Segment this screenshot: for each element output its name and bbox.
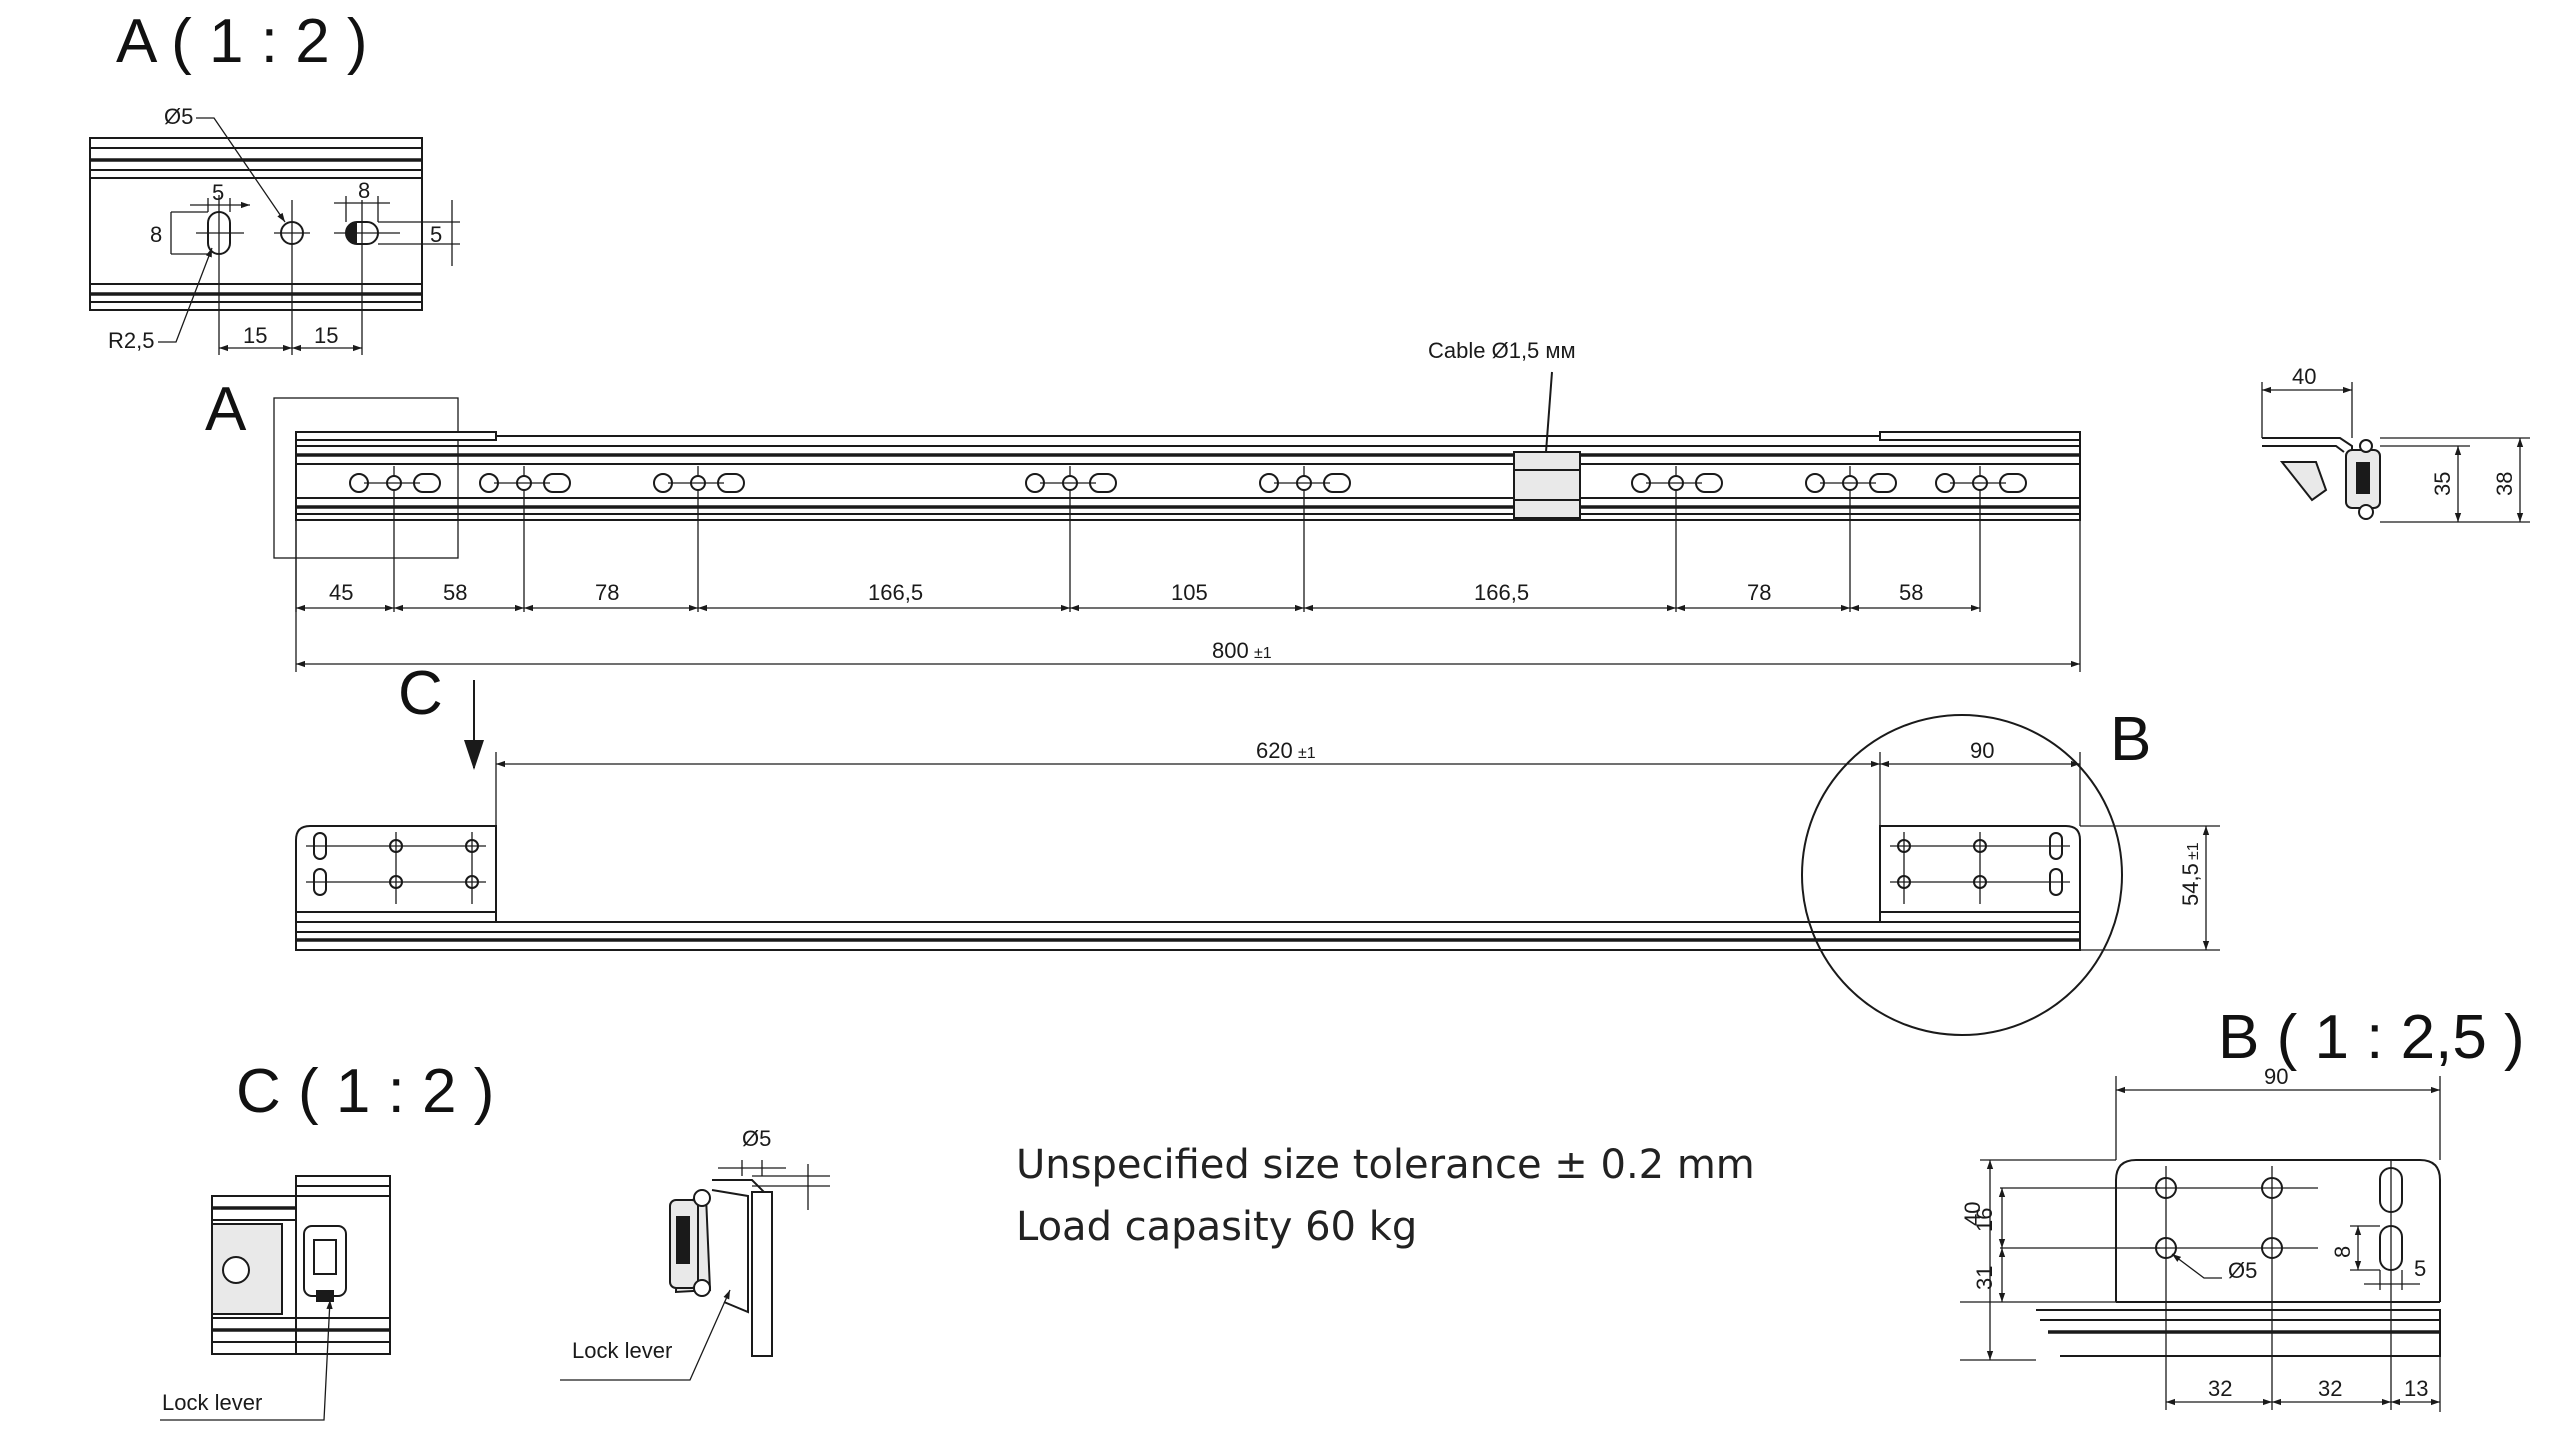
dim-lower-height: 54,5 [2178,863,2203,906]
rail-dimension-chain: 45 58 78 166,5 105 166,5 78 58 [295,520,1980,612]
rail-hole-group [1025,466,1117,612]
rail-hole-group [1805,466,1897,612]
detail-a-title: A ( 1 : 2 ) [116,7,368,76]
dim-b-h31: 31 [1972,1266,1997,1290]
dim-rail-segment: 78 [595,580,619,605]
dim-a-slot-width: 5 [212,180,224,205]
dim-a-right-width: 8 [358,178,370,203]
dim-b-slot-height: 8 [2330,1246,2355,1258]
dim-b-h40: 40 [1960,1202,1985,1226]
detail-c-title: C ( 1 : 2 ) [236,1057,494,1126]
detail-c-view: C ( 1 : 2 ) Lock lever [160,1057,494,1421]
rail-hole-group [1631,466,1723,612]
rail-hole-group [479,466,571,612]
side-lock-view: Ø5 Lock lever [560,1126,830,1381]
marker-b: B [2110,705,2151,774]
detail-a-callout-frame [273,397,459,559]
dim-total-tolerance: ±1 [1254,645,1272,662]
lock-lever-label-side: Lock lever [572,1338,672,1363]
note-load-capacity: Load capasity 60 kg [1016,1204,1417,1250]
dim-total-length: 800 [1212,638,1249,663]
dim-b-h16: 16 [1972,1208,1997,1232]
notes-block: Unspecified size tolerance ± 0.2 mm Load… [1016,1142,1755,1250]
dim-side-hole-diameter: Ø5 [742,1126,771,1151]
dim-rail-segment: 105 [1171,580,1208,605]
profile-end-view: 40 35 38 [2261,364,2530,523]
rail-hole-group [1259,466,1351,612]
dim-profile-h35: 35 [2430,472,2455,496]
dim-b-width: 90 [2264,1064,2288,1089]
rail-hole-groups [349,466,2027,612]
dim-b-pitch-3: 13 [2404,1376,2428,1401]
detail-b-title: B ( 1 : 2,5 ) [2218,1003,2525,1072]
dim-a-right-height: 5 [430,222,442,247]
dim-rail-segment: 166,5 [1474,580,1529,605]
rail-hole-group [1935,466,2027,612]
dim-b-pitch-2: 32 [2318,1376,2342,1401]
dim-rail-segment: 45 [329,580,353,605]
dim-rail-segment: 58 [443,580,467,605]
dim-a-pitch-1: 15 [243,323,267,348]
dim-a-radius: R2,5 [108,328,154,353]
dim-b-hole-diameter: Ø5 [2228,1258,2257,1283]
lock-lever-label-c: Lock lever [162,1390,262,1415]
dim-lower-height-tolerance: ±1 [2185,842,2202,860]
dim-profile-h38: 38 [2492,472,2517,496]
dim-rail-segment: 78 [1747,580,1771,605]
dim-profile-width: 40 [2292,364,2316,389]
dim-a-slot-height: 8 [150,222,162,247]
rail-hole-group [653,466,745,612]
cable-label: Cable Ø1,5 мм [1428,338,1576,363]
detail-b-callout-circle [1801,714,2123,1036]
dim-lower-bracket: 90 [1970,738,1994,763]
note-tolerance: Unspecified size tolerance ± 0.2 mm [1016,1142,1755,1188]
dim-lower-span-tolerance: ±1 [1298,745,1316,762]
dim-rail-segment: 166,5 [868,580,923,605]
dim-b-pitch-1: 32 [2208,1376,2232,1401]
marker-a: A [205,375,247,444]
lower-rail-view: C B 620 ±1 90 54,5 ±1 [295,659,2220,1036]
bracket-hole-pattern [306,832,2070,904]
detail-a-view: A ( 1 : 2 ) 8 5 8 [89,7,460,355]
dim-b-slot-width: 5 [2414,1256,2426,1281]
dim-lower-span: 620 [1256,738,1293,763]
dim-a-hole-diameter: Ø5 [164,104,193,129]
dim-rail-segment: 58 [1899,580,1923,605]
marker-c: C [398,659,443,728]
rail-hole-group [349,466,441,612]
detail-b-view: B ( 1 : 2,5 ) 90 40 16 31 8 [1960,1003,2525,1412]
dim-a-pitch-2: 15 [314,323,338,348]
